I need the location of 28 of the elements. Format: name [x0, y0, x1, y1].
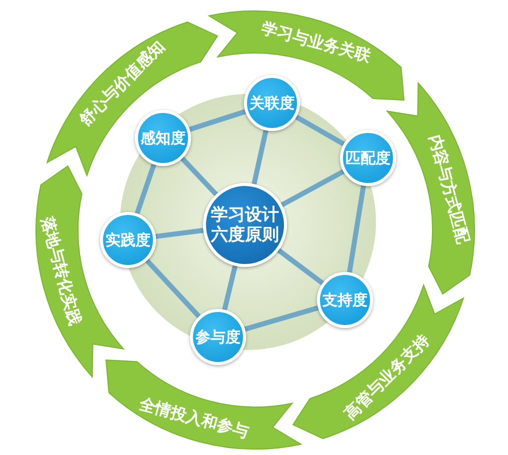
- principle-circle: [317, 272, 373, 328]
- principle-circle: [100, 212, 156, 268]
- connector-line: [252, 130, 268, 185]
- principle-circle: [340, 130, 396, 186]
- segment-label: 内容与方式匹配: [426, 132, 472, 246]
- connector-line: [277, 248, 324, 286]
- principle-label: 关联度: [250, 94, 294, 112]
- segment-label: 全情投入和参与: [137, 395, 250, 442]
- connector-line: [155, 228, 204, 239]
- principle-label: 匹配度: [346, 149, 390, 167]
- connector-line: [188, 109, 246, 132]
- connector-line: [347, 185, 366, 273]
- connector-line: [222, 265, 238, 310]
- connector-line: [145, 258, 201, 318]
- connector-line: [280, 169, 345, 208]
- principle-label: 支持度: [322, 291, 368, 309]
- principle-label: 参与度: [196, 328, 240, 346]
- segment-label: 落地与转化实践: [38, 214, 84, 328]
- centre-title: 学习设计六度原则: [210, 204, 280, 246]
- segment-label: 学习与业务关联: [260, 18, 373, 65]
- segment-label: 高管与业务支持: [342, 331, 434, 423]
- segment-label: 舒心与价值感知: [76, 37, 168, 129]
- principle-circle: [244, 75, 300, 131]
- principle-label: 感知度: [140, 129, 186, 147]
- connector-line: [134, 164, 156, 214]
- connector-line: [180, 156, 218, 196]
- connector-line: [244, 305, 319, 332]
- principle-label: 实践度: [106, 231, 150, 249]
